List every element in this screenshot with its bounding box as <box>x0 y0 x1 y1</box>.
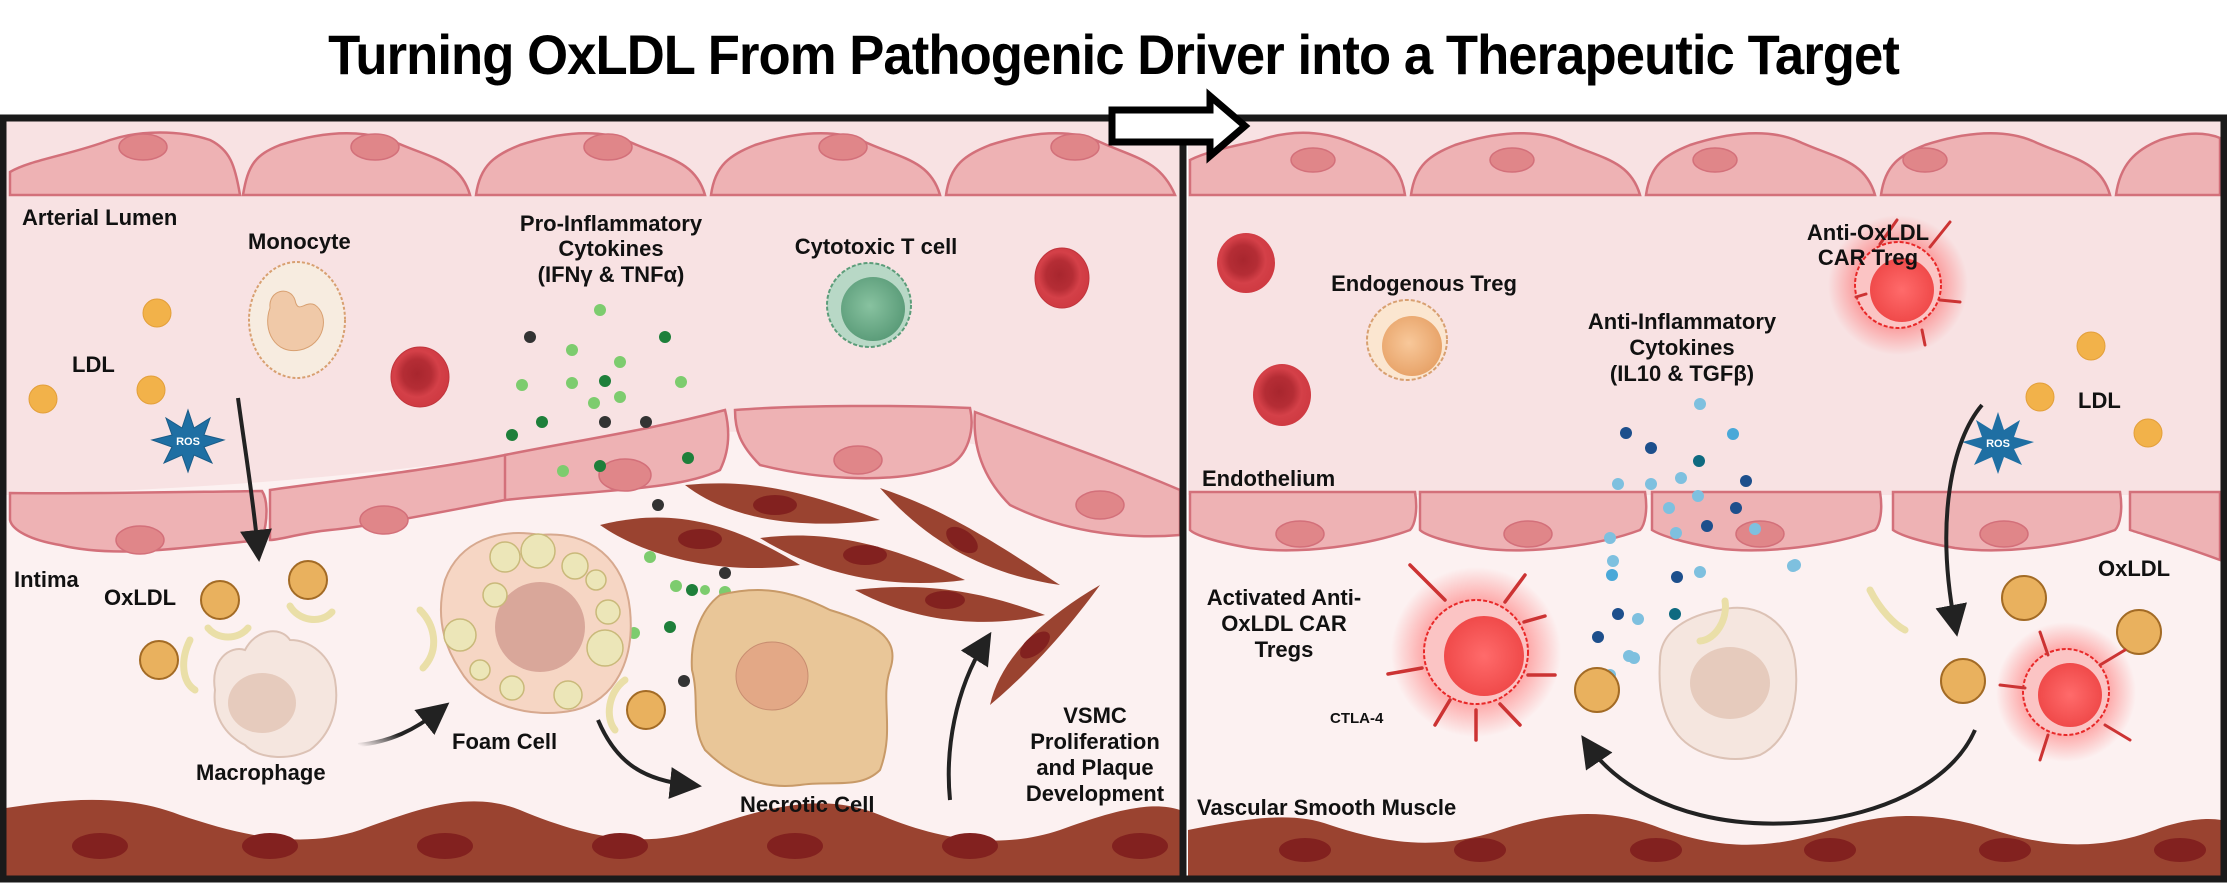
label-necrotic-cell: Necrotic Cell <box>740 792 875 817</box>
red-blood-cell <box>1034 247 1090 309</box>
label-intima: Intima <box>14 567 80 592</box>
figure-title: Turning OxLDL From Pathogenic Driver int… <box>328 23 1900 86</box>
macrophage-cell <box>1658 606 1798 760</box>
label-monocyte: Monocyte <box>248 229 351 254</box>
pathway-arrows <box>1581 403 1984 826</box>
label-activated-2: OxLDL CAR <box>1221 611 1347 636</box>
red-blood-cell <box>390 346 450 408</box>
arrow-necrotic-to-vsmc <box>946 631 992 801</box>
label-endothelium: Endothelium <box>1202 466 1335 491</box>
arrow-ros-to-oxldl <box>1935 403 1984 637</box>
label-vsmc-4: Development <box>1026 781 1165 806</box>
bottom-smooth-muscle <box>6 799 1180 876</box>
lumen-background <box>6 118 1180 495</box>
label-cytotoxic-t-cell: Cytotoxic T cell <box>795 234 958 259</box>
ldl-particles <box>2025 331 2163 448</box>
arrow-to-activated-treg <box>1581 729 1977 826</box>
activated-car-treg-cell <box>1386 563 1561 742</box>
ros-label: ROS <box>1986 438 2010 450</box>
label-ldl: LDL <box>2078 388 2121 413</box>
endogenous-treg-cell <box>1366 299 1448 381</box>
transition-arrow-icon <box>1108 88 1251 164</box>
oxldl-particles <box>139 560 666 730</box>
top-endothelium <box>8 131 1177 197</box>
arrow-foam-to-necrotic <box>596 719 702 799</box>
macrophage-cell <box>213 630 338 758</box>
label-pro-cytokines-2: Cytokines <box>558 236 663 261</box>
scavenger-receptors <box>1696 586 1909 645</box>
cytotoxic-t-cell <box>826 262 912 348</box>
arrow-monocyte-to-macrophage <box>236 397 272 562</box>
foam-cell <box>439 532 632 714</box>
label-vsmc-1: VSMC <box>1063 703 1127 728</box>
label-activated-3: Tregs <box>1255 637 1314 662</box>
inner-endothelium <box>8 404 1182 553</box>
oxldl-particles <box>1574 575 2162 713</box>
red-blood-cell <box>1253 364 1311 426</box>
left-panel: ROS <box>6 118 1182 876</box>
label-pro-cytokines-3: (IFNγ & TNFα) <box>538 262 685 287</box>
label-car-treg-2: CAR Treg <box>1818 245 1918 270</box>
label-endogenous-treg: Endogenous Treg <box>1331 271 1517 296</box>
pathway-arrows <box>236 397 992 801</box>
car-treg-cell <box>1828 215 1968 355</box>
label-arterial-lumen: Arterial Lumen <box>22 205 177 230</box>
label-anti-cytokines-1: Anti-Inflammatory <box>1588 309 1777 334</box>
ros-burst: ROS <box>150 408 226 474</box>
arrow-macrophage-to-foam <box>357 702 450 747</box>
label-oxldl: OxLDL <box>2098 556 2170 581</box>
label-vascular-smooth-muscle: Vascular Smooth Muscle <box>1197 795 1456 820</box>
label-anti-cytokines-3: (IL10 & TGFβ) <box>1610 361 1754 386</box>
label-anti-cytokines-2: Cytokines <box>1629 335 1734 360</box>
label-oxldl: OxLDL <box>104 585 176 610</box>
label-macrophage: Macrophage <box>196 760 326 785</box>
ros-burst: ROS <box>1962 412 2034 474</box>
monocyte-cell <box>248 261 346 379</box>
activated-car-treg-cell <box>1996 622 2136 762</box>
bottom-smooth-muscle <box>1188 813 2221 876</box>
red-blood-cell <box>1217 233 1275 293</box>
label-car-treg-1: Anti-OxLDL <box>1807 220 1929 245</box>
label-pro-cytokines-1: Pro-Inflammatory <box>520 211 703 236</box>
ros-label: ROS <box>176 436 200 448</box>
right-panel: ROS <box>1188 118 2222 876</box>
ldl-particles <box>28 298 172 414</box>
label-vsmc-3: and Plaque <box>1036 755 1153 780</box>
label-foam-cell: Foam Cell <box>452 729 557 754</box>
label-ctla4: CTLA-4 <box>1330 710 1384 727</box>
label-activated-1: Activated Anti- <box>1207 585 1361 610</box>
necrotic-cell <box>690 589 894 787</box>
inner-endothelium <box>1188 490 2222 562</box>
label-vsmc-2: Proliferation <box>1030 729 1160 754</box>
endothelium-nuclei <box>118 133 1100 161</box>
scavenger-receptors <box>180 602 629 734</box>
vsmc-cells <box>600 483 1100 705</box>
label-ldl: LDL <box>72 352 115 377</box>
